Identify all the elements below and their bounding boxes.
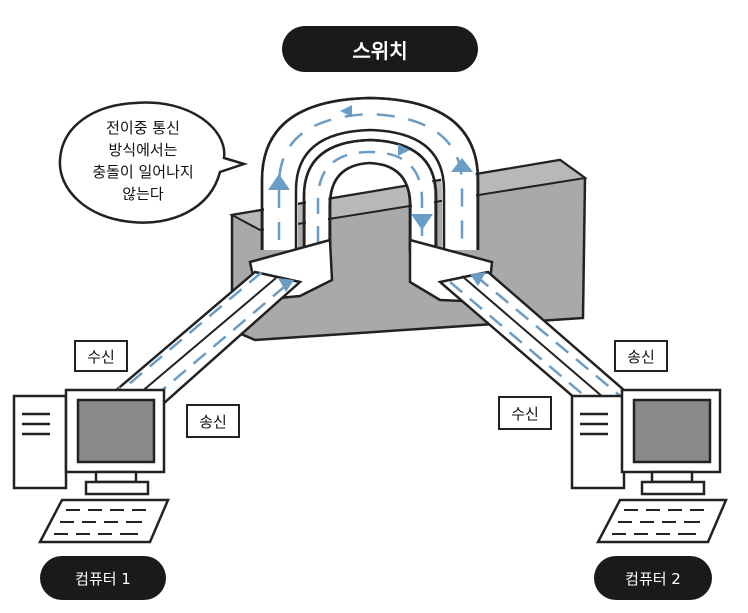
arrowhead [268, 174, 290, 190]
computer-2-send-label: 송신 [627, 347, 655, 366]
outer-loop-fill [264, 100, 476, 250]
cable-right-divider [461, 275, 619, 411]
cable-right-rx-arrow [449, 281, 607, 415]
computer-1-base [84, 480, 150, 496]
computer-2 [570, 388, 728, 544]
inner-loop-fill [306, 142, 434, 250]
computer-2-label: 컴퓨터 2 [594, 556, 712, 600]
arrowhead [278, 278, 294, 292]
cable-left-rx-arrow [109, 271, 263, 401]
bubble-line: 충돌이 일어나지 [92, 163, 194, 181]
computer-2-screen [632, 398, 712, 464]
computer-1-screen [76, 398, 156, 464]
computer-1-send-tag: 송신 [186, 404, 240, 438]
computer-2-send-tag: 송신 [614, 340, 668, 372]
arrowhead [340, 105, 352, 117]
computer-2-stand [650, 470, 694, 484]
keyboard-keys [612, 509, 704, 535]
arrowhead [470, 272, 486, 286]
bubble-line: 않는다 [122, 185, 164, 203]
speech-bubble-text: 전이중 통신 방식에서는 충돌이 일어나지 않는다 [68, 117, 218, 205]
speech-bubble [58, 101, 249, 224]
computer-1-receive-label: 수신 [87, 347, 115, 366]
computer-1-label: 컴퓨터 1 [40, 556, 166, 600]
bubble-line: 전이중 통신 [106, 119, 180, 137]
computer-2-label-text: 컴퓨터 2 [625, 569, 681, 588]
arrowhead [411, 214, 433, 230]
switch-title-text: 스위치 [352, 38, 408, 63]
computer-1 [12, 388, 170, 544]
inner-loop-inline [328, 161, 412, 252]
computer-1-tower [12, 394, 68, 490]
computer-2-receive-label: 수신 [511, 404, 539, 423]
computer-2-base [640, 480, 706, 496]
inner-loop-arrow-path [316, 150, 424, 242]
bubble-line: 방식에서는 [108, 141, 178, 159]
arrowhead [398, 144, 410, 156]
computer-2-tower [570, 394, 626, 490]
switch-title: 스위치 [282, 26, 478, 72]
cable-right-tx-arrow [475, 275, 631, 405]
arrowhead [451, 158, 473, 172]
computer-1-label-text: 컴퓨터 1 [75, 569, 131, 588]
keyboard-keys [54, 509, 146, 535]
inner-loop-outline [302, 138, 438, 252]
computer-1-receive-tag: 수신 [74, 340, 128, 372]
cable-left-divider [119, 277, 277, 411]
computer-1-send-label: 송신 [199, 412, 227, 431]
loop-arrows [277, 112, 464, 242]
computer-2-receive-tag: 수신 [498, 396, 552, 430]
outer-loop-inline [294, 128, 446, 252]
outer-loop-outline [260, 96, 480, 250]
speech-bubble-shape [58, 101, 249, 224]
computer-1-stand [94, 470, 138, 484]
